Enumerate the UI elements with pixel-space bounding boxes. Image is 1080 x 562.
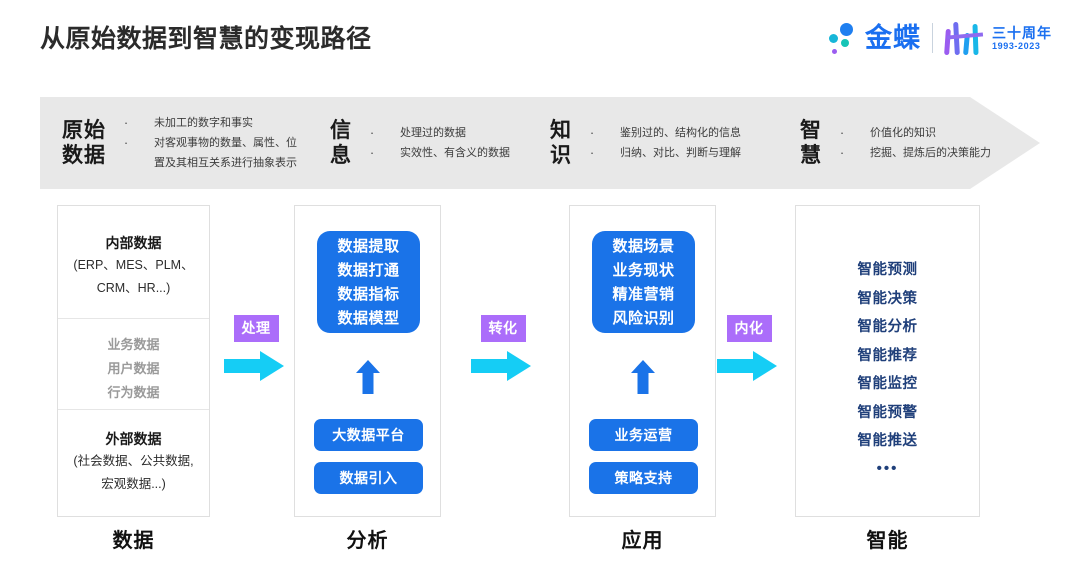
connector-label: 转化 [480, 315, 526, 342]
intelligence-item: 智能预测 [857, 262, 918, 278]
analysis-up-arrow-icon [356, 360, 380, 394]
analysis-pill-data-ingest[interactable]: 数据引入 [314, 462, 423, 494]
connector-processing: 处理 [224, 315, 288, 381]
banner-stage-bullets: · 价值化的知识 · 挖掘、提炼后的决策能力 [836, 123, 991, 163]
banner-stage-bullets: · 处理过的数据 · 实效性、有含义的数据 [366, 123, 510, 163]
bullet-item: · 未加工的数字和事实 [120, 113, 297, 133]
intelligence-item: 智能预警 [857, 404, 918, 421]
bullet-item: · 对客观事物的数量、属性、位 [120, 133, 297, 153]
bullet-dot-icon: · [589, 145, 595, 160]
banner-stage-bullets: · 未加工的数字和事实 · 对客观事物的数量、属性、位 置及其相互关系进行抽象表… [120, 113, 297, 173]
application-pill-business-operation[interactable]: 业务运营 [589, 419, 698, 451]
bullet-item: · 处理过的数据 [366, 123, 510, 143]
capability-item: 数据指标 [337, 286, 400, 303]
brand-logo: 金蝶 三十周年 1993-2023 [827, 18, 1052, 58]
capability-item: 数据模型 [337, 310, 400, 327]
intelligence-ellipsis: ••• [876, 459, 899, 477]
bullet-item: · 价值化的知识 [836, 123, 991, 143]
footer-label-data: 数据 [112, 530, 155, 552]
data-type-item: 业务数据 [107, 337, 160, 352]
footer-label-intelligence: 智能 [866, 530, 909, 552]
external-data-sub-line2: 宏观数据...) [101, 477, 166, 491]
anniversary-text: 三十周年 1993-2023 [992, 25, 1052, 51]
bullet-dot-icon: · [369, 145, 375, 160]
internal-data-title: 内部数据 [105, 235, 162, 251]
internal-data-sub-line1: (ERP、MES、PLM、 [73, 258, 194, 272]
application-pill-strategy-support[interactable]: 策略支持 [589, 462, 698, 494]
data-types-section: 业务数据 用户数据 行为数据 [58, 319, 209, 410]
footer-label-analysis: 分析 [346, 530, 389, 552]
bullet-dot-icon: · [123, 115, 129, 130]
capability-item: 业务现状 [612, 262, 675, 279]
bullet-item: · 挖掘、提炼后的决策能力 [836, 143, 991, 163]
internal-data-sub-line2: CRM、HR...) [96, 281, 171, 295]
intelligence-item: 智能决策 [857, 290, 918, 307]
right-arrow-icon [224, 351, 288, 381]
capability-item: 精准营销 [612, 286, 675, 303]
anniversary-label: 三十周年 [992, 24, 1052, 41]
logo-divider [932, 23, 933, 53]
bullet-dot-icon: · [123, 135, 129, 150]
analysis-capability-box: 数据提取 数据打通 数据指标 数据模型 [317, 231, 420, 333]
footer-label-application: 应用 [621, 530, 664, 552]
bullet-item-continued: 置及其相互关系进行抽象表示 [154, 157, 297, 169]
connector-label: 处理 [233, 315, 279, 342]
dikw-banner-arrow: 原始 数据 · 未加工的数字和事实 · 对客观事物的数量、属性、位 置及其相互关… [40, 97, 1040, 189]
external-data-sub-line1: (社会数据、公共数据, [73, 454, 194, 468]
capability-item: 数据打通 [337, 262, 400, 279]
banner-stage-name: 原始 数据 [62, 119, 106, 167]
column-application: 数据场景 业务现状 精准营销 风险识别 业务运营 策略支持 [569, 205, 716, 517]
intelligence-list: 智能预测 智能决策 智能分析 智能推荐 智能监控 智能预警 智能推送 ••• [796, 206, 979, 482]
banner-stage-knowledge: 知 识 · 鉴别过的、结构化的信息 · 归纳、对比、判断与理解 [550, 97, 741, 189]
bullet-dot-icon: · [589, 125, 595, 140]
page-header: 从原始数据到智慧的变现路径 金蝶 三十周年 1993-2023 [0, 0, 1080, 76]
capability-item: 风险识别 [612, 310, 675, 327]
bullet-dot-icon: · [839, 125, 845, 140]
banner-stage-wisdom: 智 慧 · 价值化的知识 · 挖掘、提炼后的决策能力 [800, 97, 991, 189]
external-data-title: 外部数据 [105, 431, 162, 447]
bullet-item: · 实效性、有含义的数据 [366, 143, 510, 163]
capability-item: 数据场景 [612, 238, 675, 255]
anniversary-years: 1993-2023 [992, 40, 1041, 51]
bullet-dot-icon: · [839, 145, 845, 160]
connector-label: 内化 [726, 315, 772, 342]
intelligence-item: 智能分析 [857, 319, 918, 335]
data-type-item: 行为数据 [107, 385, 160, 400]
bullet-item: · 鉴别过的、结构化的信息 [586, 123, 741, 143]
intelligence-item: 智能推送 [857, 433, 918, 449]
banner-stage-bullets: · 鉴别过的、结构化的信息 · 归纳、对比、判断与理解 [586, 123, 741, 163]
banner-stage-raw-data: 原始 数据 · 未加工的数字和事实 · 对客观事物的数量、属性、位 置及其相互关… [62, 97, 297, 189]
kingdee-dots-icon [827, 21, 861, 55]
right-arrow-icon [717, 351, 781, 381]
right-arrow-icon [471, 351, 535, 381]
internal-data-section: 内部数据 (ERP、MES、PLM、 CRM、HR...) [58, 206, 209, 319]
column-analysis: 数据提取 数据打通 数据指标 数据模型 大数据平台 数据引入 [294, 205, 441, 517]
column-intelligence: 智能预测 智能决策 智能分析 智能推荐 智能监控 智能预警 智能推送 ••• [795, 205, 980, 517]
connector-internalization: 内化 [717, 315, 781, 381]
intelligence-item: 智能监控 [857, 376, 918, 392]
intelligence-item: 智能推荐 [857, 347, 918, 364]
application-up-arrow-icon [631, 360, 655, 394]
banner-stage-name: 知 识 [550, 119, 572, 167]
external-data-section: 外部数据 (社会数据、公共数据, 宏观数据...) [58, 410, 209, 516]
bullet-dot-icon: · [369, 125, 375, 140]
banner-stage-name: 信 息 [330, 119, 352, 167]
analysis-pill-bigdata-platform[interactable]: 大数据平台 [314, 419, 423, 451]
data-type-item: 用户数据 [107, 361, 160, 376]
anniversary-mark-icon [944, 21, 984, 56]
column-data: 内部数据 (ERP、MES、PLM、 CRM、HR...) 业务数据 用户数据 … [57, 205, 210, 517]
banner-stage-name: 智 慧 [800, 119, 822, 167]
application-capability-box: 数据场景 业务现状 精准营销 风险识别 [592, 231, 695, 333]
banner-stage-information: 信 息 · 处理过的数据 · 实效性、有含义的数据 [330, 97, 510, 189]
connector-transformation: 转化 [471, 315, 535, 381]
page-title: 从原始数据到智慧的变现路径 [40, 25, 372, 53]
bullet-item: · 归纳、对比、判断与理解 [586, 143, 741, 163]
brand-name: 金蝶 [865, 22, 921, 53]
capability-item: 数据提取 [337, 238, 400, 255]
